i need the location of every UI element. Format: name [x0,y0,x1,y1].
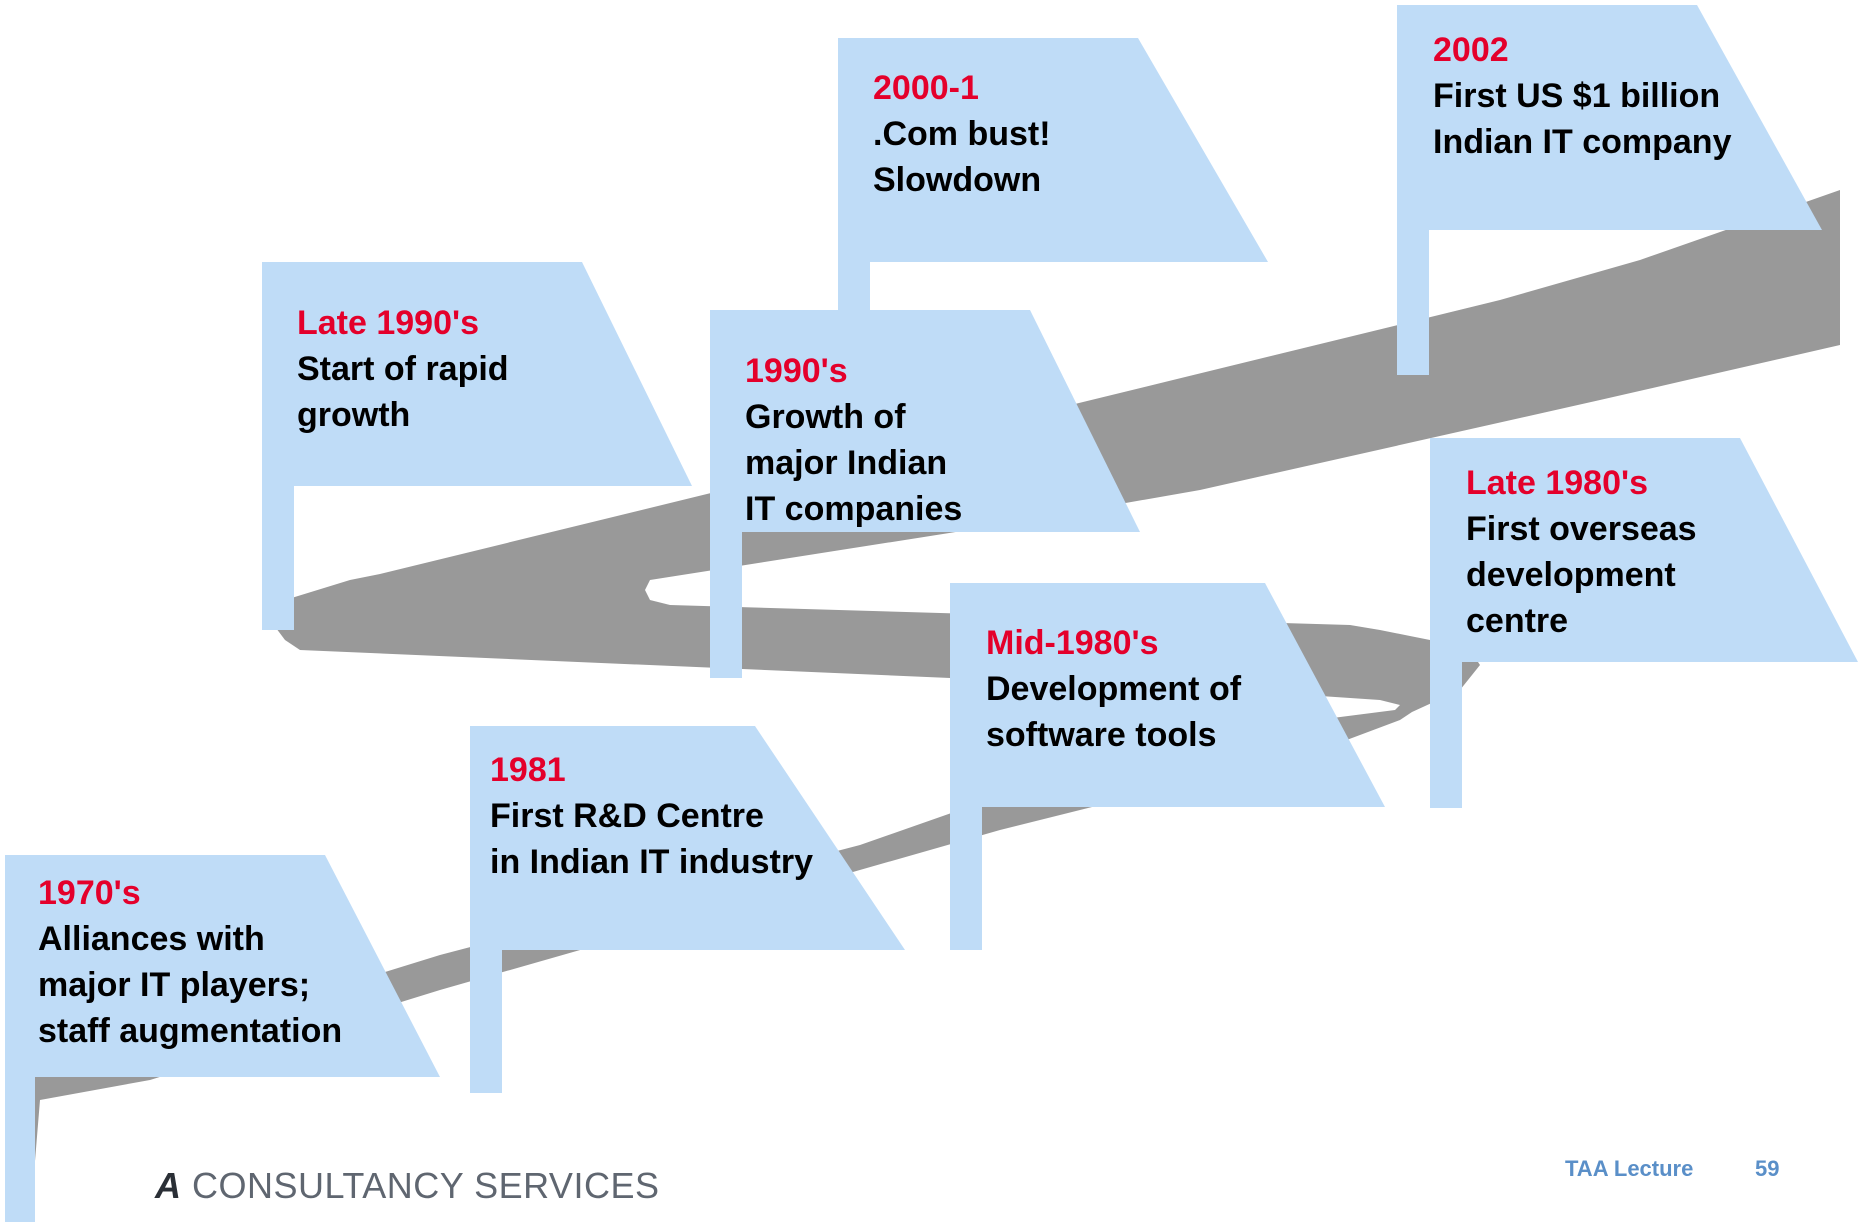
flag-banner [470,726,905,950]
milestone-flag [710,310,1140,678]
milestone-description-line: Growth of [745,398,906,436]
milestone-flag [5,855,440,1222]
milestone-year: Late 1980's [1466,464,1648,502]
milestone-description-line: staff augmentation [38,1012,343,1050]
flags-layer [5,5,1858,1222]
milestone-flag [1397,5,1822,375]
milestone-description-line: First overseas [1466,510,1697,548]
flag-banner [1430,438,1858,662]
flag-banner [838,38,1268,262]
milestone-flag [262,262,692,630]
milestone-description-line: software tools [986,716,1217,754]
milestone-year: Late 1990's [297,304,479,342]
milestone-year: 1970's [38,874,141,912]
milestone-flag [1430,438,1858,808]
milestone-description-line: First US $1 billion [1433,77,1721,115]
milestone-description-line: Alliances with [38,920,265,958]
milestone-description-line: growth [297,396,411,434]
milestone-description-line: centre [1466,602,1569,640]
milestone-description-line: IT companies [745,490,963,528]
milestone-flag [838,38,1268,340]
flag-banner [5,855,440,1077]
milestone-year: 2000-1 [873,69,979,107]
page-number: 59 [1755,1156,1780,1181]
lecture-label: TAA Lecture [1565,1156,1694,1181]
milestone-text: 2000-1 .Com bust! Slowdown [873,65,1051,203]
milestone-description-line: Slowdown [873,161,1042,199]
milestone-description-line: Indian IT company [1433,123,1732,161]
milestone-flag [470,726,905,1093]
flag-banner [710,310,1140,532]
milestone-flag [950,583,1385,950]
milestone-description-line: First R&D Centre [490,797,764,835]
logo-text: CONSULTANCY SERVICES [192,1165,660,1206]
milestone-description-line: Start of rapid [297,350,509,388]
milestone-year: Mid-1980's [986,624,1159,662]
company-logo: A CONSULTANCY SERVICES [155,1165,659,1207]
milestone-description-line: development [1466,556,1676,594]
milestone-description-line: .Com bust! [873,115,1051,153]
flag-banner [1397,5,1822,230]
milestone-year: 1981 [490,751,566,789]
flag-banner [950,583,1385,807]
milestone-description-line: in Indian IT industry [490,843,813,881]
milestone-year: 2002 [1433,31,1509,69]
milestone-description-line: major Indian [745,444,948,482]
milestone-description-line: major IT players; [38,966,311,1004]
milestone-year: 1990's [745,352,848,390]
flag-banner [262,262,692,486]
logo-partial-letter: A [155,1165,182,1206]
milestone-description-line: Development of [986,670,1242,708]
